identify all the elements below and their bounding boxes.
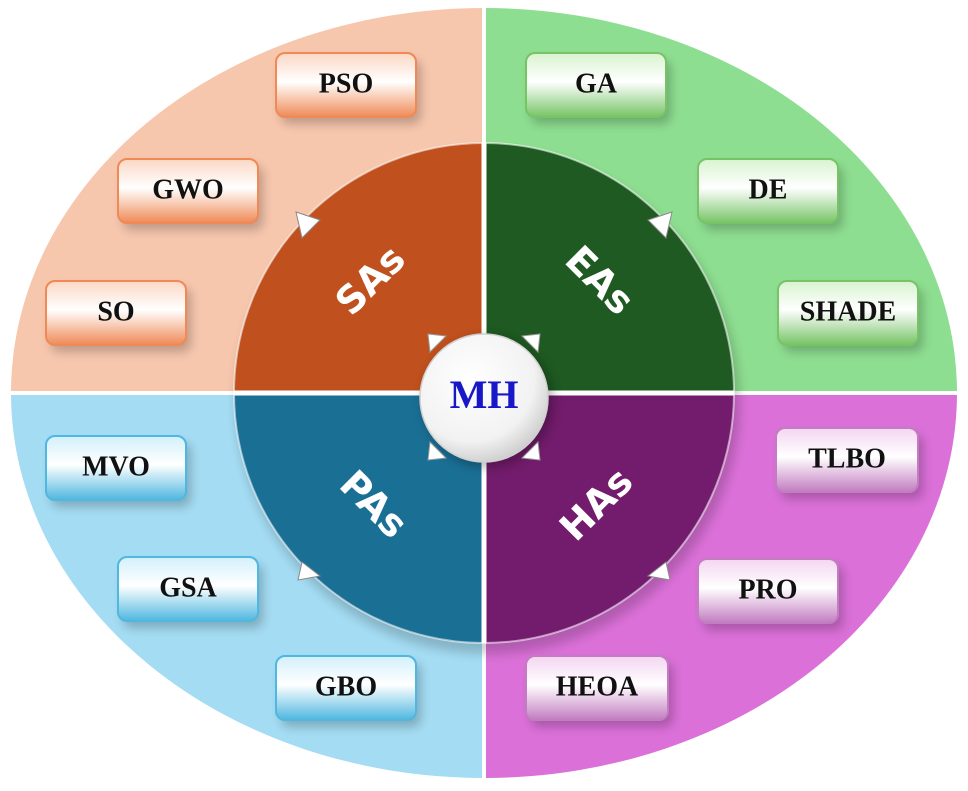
method-box-frame: [45, 280, 187, 346]
method-box-pro: PRO: [697, 558, 843, 630]
method-label-so: SO: [97, 296, 134, 327]
center-node: MH: [419, 333, 554, 468]
method-label-ga: GA: [575, 68, 618, 99]
method-box-shade: SHADE: [777, 280, 923, 352]
method-box-gwo: GWO: [117, 158, 263, 230]
method-box-frame: [275, 655, 417, 721]
center-circle: [419, 333, 549, 463]
method-box-gsa: GSA: [117, 556, 263, 628]
center-arrow-bl-icon: [427, 440, 448, 461]
method-label-tlbo: TLBO: [808, 443, 886, 474]
method-box-frame: [697, 558, 839, 624]
method-box-mvo: MVO: [45, 435, 191, 507]
method-label-gbo: GBO: [315, 671, 377, 702]
method-box-frame: [777, 280, 919, 346]
method-label-pso: PSO: [319, 68, 373, 99]
method-label-shade: SHADE: [800, 296, 896, 327]
method-box-frame: [525, 52, 667, 118]
wedge-eas: [484, 143, 734, 393]
method-label-gsa: GSA: [159, 572, 217, 603]
method-label-gwo: GWO: [152, 174, 224, 205]
center-arrow-tr-icon: [520, 333, 541, 354]
arrow-eas-icon: [647, 211, 673, 239]
method-box-heoa: HEOA: [525, 655, 673, 727]
method-box-gbo: GBO: [275, 655, 421, 727]
method-box-frame: [525, 655, 669, 721]
wedge-sas: [234, 143, 484, 393]
center-label: MH: [450, 372, 519, 417]
method-box-tlbo: TLBO: [775, 427, 923, 499]
wedge-has: [484, 393, 734, 643]
wedge-pas: [234, 393, 484, 643]
inner-circle: [233, 142, 735, 644]
method-box-ga: GA: [525, 52, 671, 124]
inner-circle-rim: [233, 142, 735, 644]
outer-arrows: [295, 211, 673, 581]
method-box-frame: [275, 52, 417, 118]
method-box-so: SO: [45, 280, 191, 352]
method-label-heoa: HEOA: [556, 671, 639, 702]
arrow-pas-icon: [297, 561, 322, 581]
method-box-frame: [45, 435, 187, 501]
method-label-mvo: MVO: [82, 451, 150, 482]
method-label-de: DE: [749, 174, 788, 205]
method-box-frame: [697, 158, 839, 224]
method-box-de: DE: [697, 158, 843, 230]
arrow-has-icon: [646, 561, 671, 581]
center-arrow-tl-icon: [427, 333, 448, 354]
method-label-pro: PRO: [738, 574, 797, 605]
method-box-pso: PSO: [275, 52, 421, 124]
method-box-frame: [117, 158, 259, 224]
arrow-sas-icon: [295, 211, 321, 239]
center-arrow-br-icon: [520, 440, 541, 461]
method-box-frame: [117, 556, 259, 622]
method-box-frame: [775, 427, 919, 493]
method-boxes: PSO GWO SO GA DE SHADE MVO GSA GBO TLBO PRO HEOA: [45, 52, 923, 727]
